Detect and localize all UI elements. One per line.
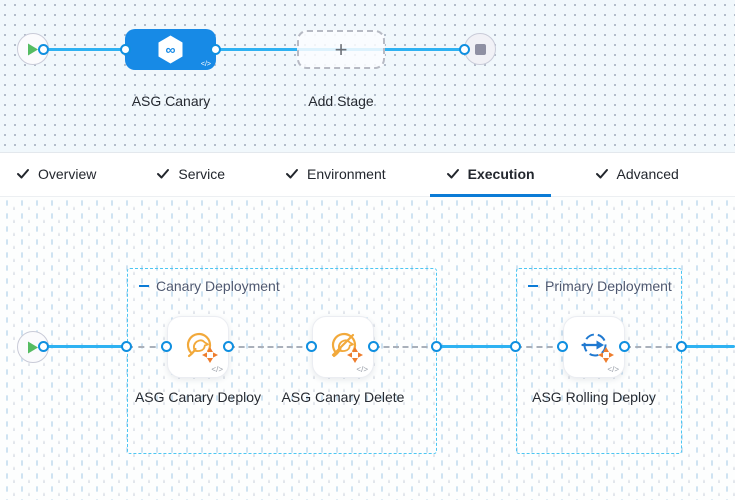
tab-environment[interactable]: Environment: [269, 153, 402, 197]
step-yaml-badge[interactable]: </>: [356, 365, 368, 374]
add-stage-label: Add Stage: [308, 93, 374, 109]
group-title-label: Primary Deployment: [545, 278, 672, 294]
execution-graph-canvas: Canary Deployment Primary Deployment </>: [0, 197, 735, 500]
connector-dot[interactable]: [676, 341, 687, 352]
tab-label: Advanced: [616, 165, 679, 182]
tab-label: Execution: [467, 165, 535, 182]
connector-dot[interactable]: [120, 44, 131, 55]
connector-dot[interactable]: [510, 341, 521, 352]
tab-label: Service: [178, 165, 226, 182]
connector-dot[interactable]: [368, 341, 379, 352]
exec-dashed-connector: [374, 346, 437, 348]
exec-dashed-connector: [127, 346, 167, 348]
tab-service[interactable]: Service: [140, 153, 241, 197]
connector-dot[interactable]: [161, 341, 172, 352]
connector-dot[interactable]: [223, 341, 234, 352]
asg-canary-delete-icon: [327, 328, 363, 363]
group-title: Canary Deployment: [128, 269, 436, 294]
connector-dot[interactable]: [38, 44, 49, 55]
step-yaml-badge[interactable]: </>: [607, 365, 619, 374]
connector-dot[interactable]: [38, 341, 49, 352]
stage-config-tabbar: Overview Service Environment Execution A…: [0, 153, 735, 197]
stage-pipeline-canvas: ∞ </> + ASG Canary Add Stage: [0, 0, 735, 153]
play-icon: [28, 341, 38, 353]
play-icon: [28, 43, 38, 55]
connector-dot[interactable]: [459, 44, 470, 55]
check-icon: [286, 169, 299, 179]
tab-label: Environment: [307, 165, 386, 182]
step-group-primary-deployment[interactable]: Primary Deployment: [516, 268, 682, 454]
exec-dashed-connector: [516, 346, 563, 348]
check-icon: [17, 169, 29, 179]
check-icon: [157, 169, 170, 179]
step-label: ASG Rolling Deploy: [532, 389, 656, 405]
stage-connector-line: [44, 48, 465, 51]
plus-icon: +: [334, 36, 348, 62]
collapse-icon[interactable]: [527, 280, 539, 292]
exec-connector-line: [682, 345, 735, 348]
check-icon: [595, 169, 608, 179]
connector-dot[interactable]: [306, 341, 317, 352]
harness-cd-stage-icon: ∞: [158, 35, 183, 64]
stage-yaml-badge[interactable]: </>: [200, 61, 211, 68]
connector-dot[interactable]: [210, 44, 221, 55]
infinity-glyph: ∞: [166, 42, 176, 58]
step-node-asg-rolling-deploy[interactable]: </>: [563, 316, 625, 378]
stage-label: ASG Canary: [131, 93, 211, 109]
asg-rolling-deploy-icon: [581, 333, 614, 363]
step-label: ASG Canary Delete: [281, 389, 405, 405]
step-group-canary-deployment[interactable]: Canary Deployment: [127, 268, 437, 454]
stage-node-asg-canary[interactable]: ∞ </>: [125, 29, 216, 70]
collapse-icon[interactable]: [138, 280, 150, 292]
tab-execution[interactable]: Execution: [429, 153, 551, 197]
exec-connector-line: [437, 345, 516, 348]
exec-dashed-connector: [229, 346, 312, 348]
connector-dot[interactable]: [557, 341, 568, 352]
tab-overview[interactable]: Overview: [0, 153, 112, 197]
exec-connector-line: [44, 345, 127, 348]
group-title: Primary Deployment: [517, 269, 681, 294]
step-label: ASG Canary Deploy: [134, 389, 262, 405]
tab-label: Overview: [38, 165, 97, 182]
step-node-asg-canary-deploy[interactable]: </>: [167, 316, 229, 378]
tab-advanced[interactable]: Advanced: [579, 153, 695, 197]
step-node-asg-canary-delete[interactable]: </>: [312, 316, 374, 378]
check-icon: [446, 169, 459, 179]
step-yaml-badge[interactable]: </>: [211, 365, 223, 374]
connector-dot[interactable]: [121, 341, 132, 352]
connector-dot[interactable]: [619, 341, 630, 352]
exec-dashed-connector: [625, 346, 682, 348]
asg-canary-deploy-icon: [182, 328, 218, 363]
stop-icon: [474, 43, 486, 55]
connector-dot[interactable]: [431, 341, 442, 352]
add-stage-button[interactable]: +: [297, 30, 385, 69]
group-title-label: Canary Deployment: [156, 278, 280, 294]
